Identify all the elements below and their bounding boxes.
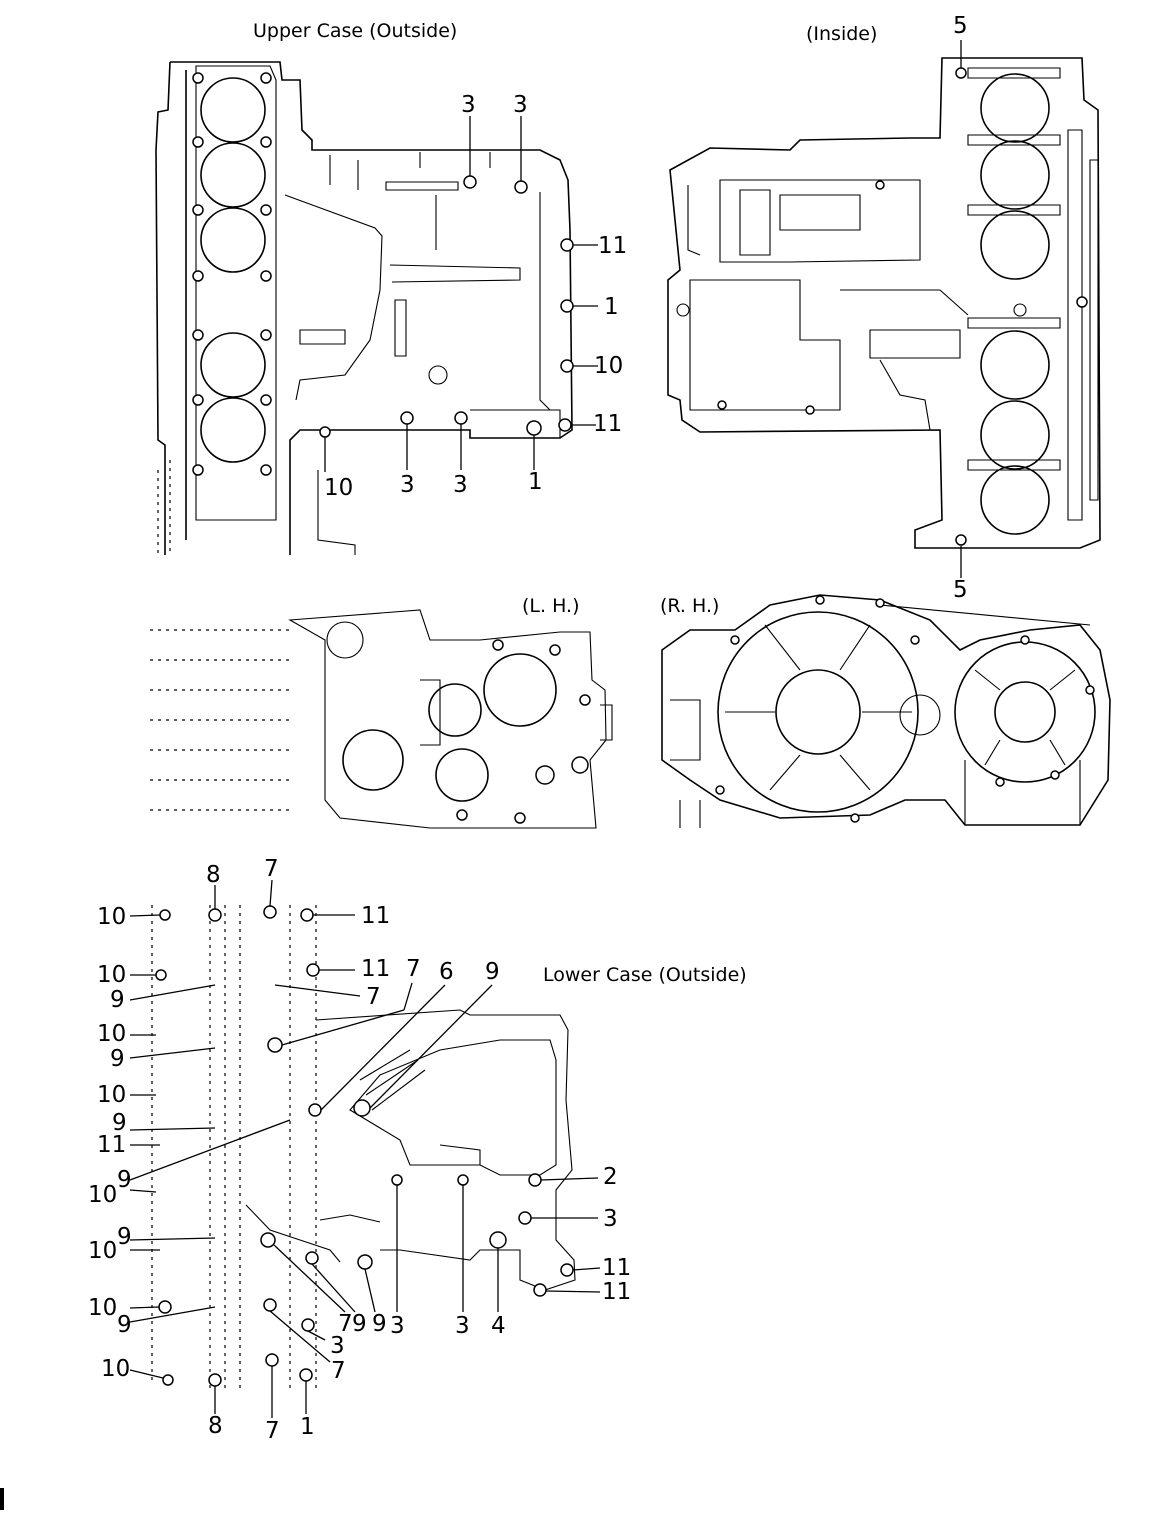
callout-number: 9 bbox=[372, 1311, 387, 1337]
lower-case-leaders bbox=[129, 879, 601, 1418]
callout-number: 10 bbox=[97, 1082, 127, 1108]
callout-number: 11 bbox=[361, 956, 391, 982]
callout-number: 5 bbox=[953, 577, 968, 603]
callout-number: 7 bbox=[366, 984, 381, 1010]
callout-number: 10 bbox=[594, 353, 624, 379]
callout-number: 10 bbox=[97, 904, 127, 930]
upper-case-outside-drawing bbox=[155, 61, 574, 555]
right-hand-side-drawing bbox=[661, 594, 1111, 828]
left-hand-title: (L. H.) bbox=[522, 595, 580, 617]
callout-number: 3 bbox=[513, 92, 528, 118]
callout-number: 1 bbox=[528, 469, 543, 495]
callout-number: 3 bbox=[330, 1333, 345, 1359]
callout-number: 1 bbox=[604, 294, 619, 320]
callout-number: 10 bbox=[88, 1238, 118, 1264]
callout-number: 11 bbox=[602, 1279, 632, 1305]
callout-number: 9 bbox=[110, 987, 125, 1013]
callout-number: 3 bbox=[461, 92, 476, 118]
callout-number: 10 bbox=[88, 1182, 118, 1208]
callout-number: 5 bbox=[953, 13, 968, 39]
callout-number: 8 bbox=[206, 862, 221, 888]
callout-number: 3 bbox=[603, 1206, 618, 1232]
callout-number: 7 bbox=[331, 1358, 346, 1384]
callout-number: 11 bbox=[593, 411, 623, 437]
callout-number: 7 bbox=[264, 856, 279, 882]
callout-number: 2 bbox=[603, 1164, 618, 1190]
callout-number: 10 bbox=[97, 1021, 127, 1047]
callout-number: 4 bbox=[491, 1313, 506, 1339]
callout-number: 3 bbox=[390, 1313, 405, 1339]
callout-number: 3 bbox=[453, 472, 468, 498]
callout-number: 11 bbox=[361, 903, 391, 929]
callout-number: 9 bbox=[117, 1312, 132, 1338]
inside-title: (Inside) bbox=[806, 23, 878, 45]
callout-number: 3 bbox=[400, 472, 415, 498]
callout-number: 9 bbox=[112, 1110, 127, 1136]
callout-number: 7 bbox=[338, 1311, 353, 1337]
callout-number: 9 bbox=[485, 959, 500, 985]
callout-number: 11 bbox=[602, 1255, 632, 1281]
callout-number: 6 bbox=[439, 959, 454, 985]
callout-number: 10 bbox=[324, 475, 354, 501]
callout-number: 3 bbox=[455, 1313, 470, 1339]
callout-number: 9 bbox=[117, 1224, 132, 1250]
callout-number: 8 bbox=[208, 1413, 223, 1439]
callout-number: 1 bbox=[300, 1414, 315, 1440]
right-hand-title: (R. H.) bbox=[660, 595, 720, 617]
left-hand-side-drawing bbox=[150, 609, 613, 829]
callout-number: 10 bbox=[88, 1295, 118, 1321]
callout-number: 7 bbox=[265, 1418, 280, 1444]
callout-number: 11 bbox=[598, 233, 628, 259]
page-edge-mark bbox=[0, 1488, 4, 1510]
callout-number: 11 bbox=[97, 1132, 127, 1158]
upper-case-inside-drawing bbox=[667, 57, 1101, 549]
callout-number: 7 bbox=[406, 956, 421, 982]
callout-number: 9 bbox=[117, 1167, 132, 1193]
upper-case-outside-title: Upper Case (Outside) bbox=[253, 20, 458, 42]
lower-case-outside-title: Lower Case (Outside) bbox=[543, 964, 747, 986]
callout-number: 10 bbox=[97, 962, 127, 988]
upper-case-leaders bbox=[324, 116, 598, 472]
callout-number: 9 bbox=[110, 1046, 125, 1072]
callout-number: 9 bbox=[352, 1311, 367, 1337]
callout-number: 10 bbox=[101, 1356, 131, 1382]
